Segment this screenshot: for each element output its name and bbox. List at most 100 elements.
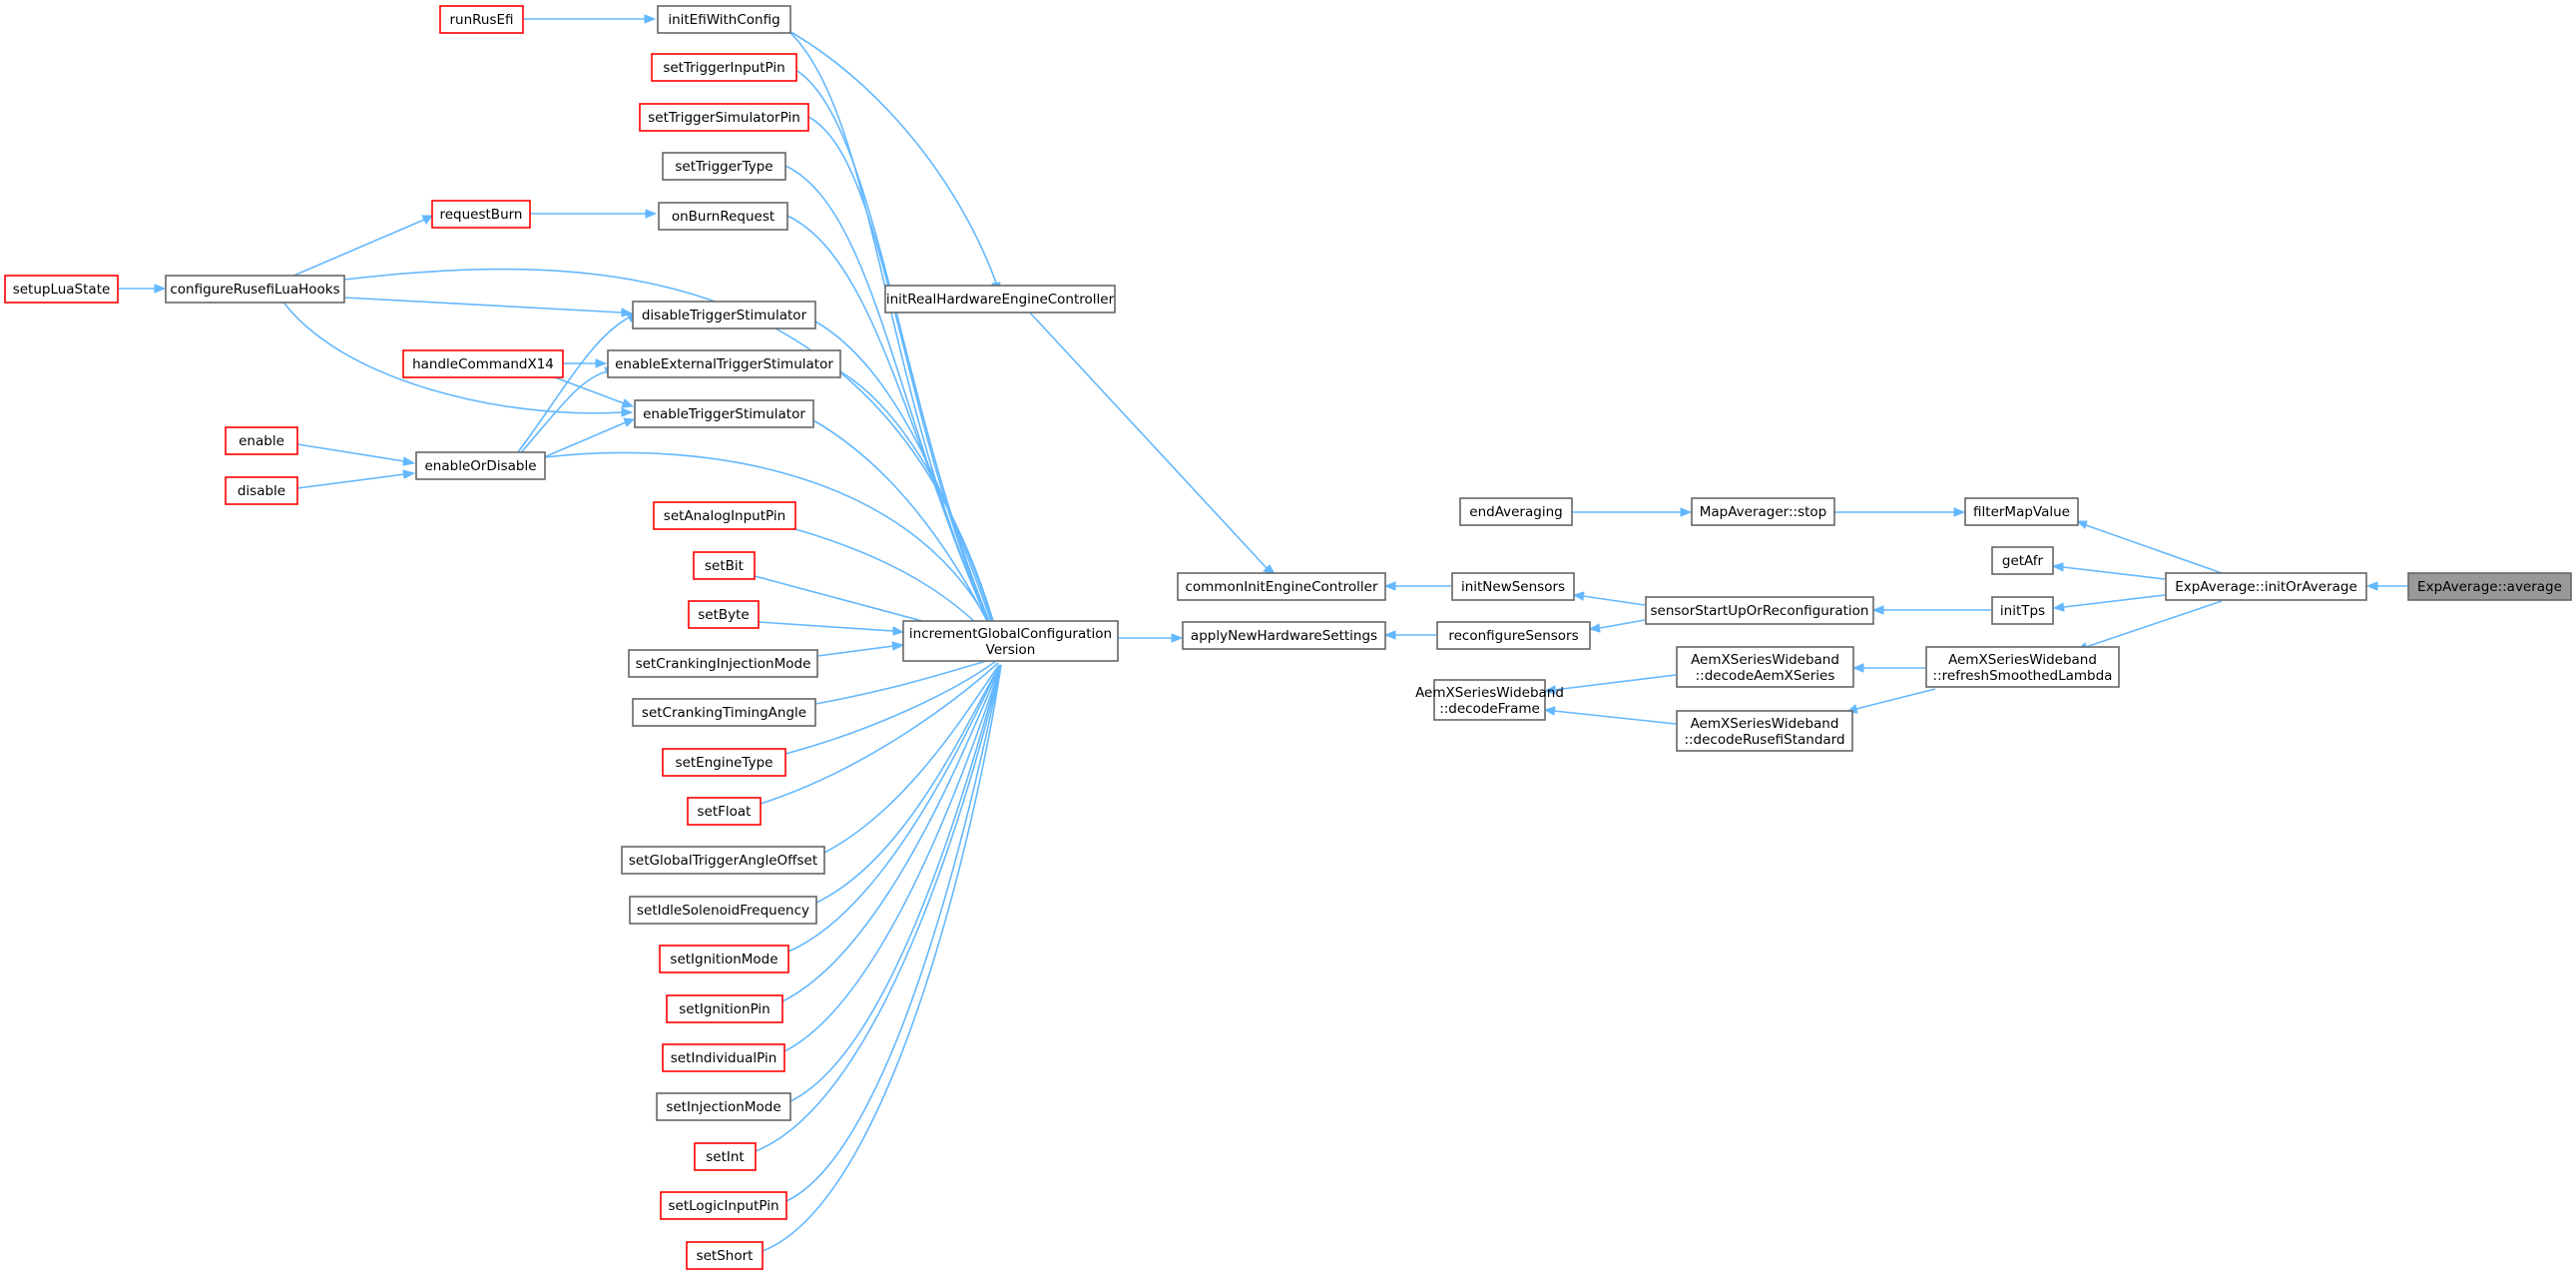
node-label: enableExternalTriggerStimulator: [615, 356, 833, 372]
node-enableExternalTriggerStimulator[interactable]: enableExternalTriggerStimulator: [607, 349, 841, 378]
node-getAfr[interactable]: getAfr: [1991, 546, 2054, 575]
node-endAveraging[interactable]: endAveraging: [1459, 497, 1573, 526]
edge-setTriggerSimulatorPin-increment: [807, 116, 1002, 650]
edge-configure-enableTrigger: [280, 299, 634, 417]
edge-setIndividualPin-increment: [783, 664, 1002, 1052]
edge-reconfigure-applyNew: [1383, 630, 1436, 640]
node-setGlobalTriggerAngleOffset[interactable]: setGlobalTriggerAngleOffset: [621, 846, 825, 875]
node-commonInitEngineController[interactable]: commonInitEngineController: [1177, 572, 1386, 601]
node-setTriggerSimulatorPin[interactable]: setTriggerSimulatorPin: [639, 103, 809, 132]
node-sensorStartUpOrReconfiguration[interactable]: sensorStartUpOrReconfiguration: [1645, 596, 1874, 625]
node-label: runRusEfi: [449, 12, 513, 28]
node-label: enable: [239, 433, 284, 449]
node-setIndividualPin[interactable]: setIndividualPin: [662, 1043, 785, 1072]
node-setShort[interactable]: setShort: [686, 1241, 764, 1270]
node-setIgnitionMode[interactable]: setIgnitionMode: [659, 945, 789, 973]
node-initEfiWithConfig[interactable]: initEfiWithConfig: [657, 5, 791, 34]
edge-requestBurn-onBurnRequest: [530, 209, 658, 219]
node-incrementGlobalConfigurationVersion[interactable]: incrementGlobalConfiguration Version: [902, 620, 1119, 662]
node-setCrankingInjectionMode[interactable]: setCrankingInjectionMode: [628, 649, 818, 678]
node-setCrankingTimingAngle[interactable]: setCrankingTimingAngle: [632, 698, 816, 727]
node-disableTriggerStimulator[interactable]: disableTriggerStimulator: [632, 301, 816, 329]
node-setIdleSolenoidFrequency[interactable]: setIdleSolenoidFrequency: [629, 896, 817, 925]
edge-decodeRusefi-decodeFrame: [1543, 706, 1677, 725]
node-label: reconfigureSensors: [1448, 628, 1578, 644]
node-setLogicInputPin[interactable]: setLogicInputPin: [660, 1191, 787, 1220]
edge-setIgnitionMode-increment: [787, 664, 1001, 953]
edge-disableTrigger-increment: [814, 320, 1002, 650]
node-handleCommandX14[interactable]: handleCommandX14: [402, 349, 564, 378]
node-AemXSeriesWideband-decodeAemXSeries[interactable]: AemXSeriesWideband ::decodeAemXSeries: [1676, 646, 1854, 688]
node-filterMapValue[interactable]: filterMapValue: [1964, 497, 2079, 526]
edge-initNewSensors-commonInit: [1383, 581, 1451, 591]
node-setEngineType[interactable]: setEngineType: [662, 748, 786, 777]
edge-initOrAverage-refresh: [2076, 600, 2223, 652]
edge-configure-disableTrigger: [343, 297, 634, 318]
node-label: disable: [238, 483, 285, 499]
edge-refresh-decodeAemX: [1851, 663, 1925, 673]
edge-setByte-increment: [758, 621, 905, 636]
node-label: setIdleSolenoidFrequency: [637, 903, 809, 919]
edge-initOrAverage-initTps: [2052, 594, 2166, 612]
edge-increment-applyNewHardwareSettings: [1118, 633, 1184, 643]
node-label: enableOrDisable: [424, 458, 536, 474]
node-label: applyNewHardwareSettings: [1191, 628, 1377, 644]
node-enable[interactable]: enable: [225, 426, 298, 455]
node-setBit[interactable]: setBit: [693, 551, 756, 580]
node-requestBurn[interactable]: requestBurn: [431, 200, 531, 229]
node-initNewSensors[interactable]: initNewSensors: [1451, 572, 1575, 601]
node-label: initRealHardwareEngineController: [886, 292, 1115, 308]
node-disable[interactable]: disable: [225, 476, 298, 505]
node-runRusEfi[interactable]: runRusEfi: [439, 5, 524, 34]
node-setInjectionMode[interactable]: setInjectionMode: [656, 1092, 791, 1121]
edge-setCrankingInjectionMode-increment: [816, 641, 905, 657]
node-label-line1: AemXSeriesWideband: [1415, 685, 1564, 701]
node-label: setShort: [697, 1248, 754, 1264]
node-label: setIndividualPin: [671, 1050, 777, 1066]
node-AemXSeriesWideband-decodeRusefiStandard[interactable]: AemXSeriesWideband ::decodeRusefiStandar…: [1676, 710, 1853, 752]
node-setAnalogInputPin[interactable]: setAnalogInputPin: [653, 501, 796, 530]
node-setInt[interactable]: setInt: [694, 1142, 757, 1171]
node-label: commonInitEngineController: [1185, 579, 1378, 595]
edge-initOrAverage-getAfr: [2051, 562, 2166, 580]
node-label-line1: AemXSeriesWideband: [1691, 652, 1839, 668]
node-label-line2: ::decodeFrame: [1439, 701, 1540, 717]
node-MapAveragerStop[interactable]: MapAverager::stop: [1691, 497, 1835, 526]
node-AemXSeriesWideband-refreshSmoothedLambda[interactable]: AemXSeriesWideband ::refreshSmoothedLamb…: [1925, 646, 2120, 688]
edge-average-initOrAverage: [2365, 581, 2407, 591]
node-enableTriggerStimulator[interactable]: enableTriggerStimulator: [634, 399, 814, 428]
edge-initEfiWithConfig-initRealHardwareEngineController: [779, 25, 1001, 295]
node-label: enableTriggerStimulator: [643, 406, 805, 422]
node-initTps[interactable]: initTps: [1991, 596, 2054, 625]
node-setIgnitionPin[interactable]: setIgnitionPin: [666, 994, 783, 1023]
node-label: MapAverager::stop: [1700, 504, 1827, 520]
node-label-line1: incrementGlobalConfiguration: [909, 626, 1112, 642]
edge-commonInit-initReal: [1027, 310, 1277, 575]
node-ExpAverage-average[interactable]: ExpAverage::average: [2407, 572, 2572, 601]
node-ExpAverage-initOrAverage[interactable]: ExpAverage::initOrAverage: [2165, 572, 2367, 601]
node-label: setFloat: [698, 804, 752, 820]
node-setupLuaState[interactable]: setupLuaState: [4, 275, 119, 304]
node-AemXSeriesWideband-decodeFrame[interactable]: AemXSeriesWideband ::decodeFrame: [1415, 679, 1564, 721]
node-initRealHardwareEngineController[interactable]: initRealHardwareEngineController: [884, 285, 1116, 314]
node-reconfigureSensors[interactable]: reconfigureSensors: [1436, 621, 1591, 650]
node-applyNewHardwareSettings[interactable]: applyNewHardwareSettings: [1182, 621, 1386, 650]
node-setTriggerInputPin[interactable]: setTriggerInputPin: [651, 53, 797, 82]
node-setFloat[interactable]: setFloat: [687, 797, 762, 826]
node-enableOrDisable[interactable]: enableOrDisable: [415, 451, 546, 480]
node-onBurnRequest[interactable]: onBurnRequest: [658, 202, 788, 231]
node-configureRusefiLuaHooks[interactable]: configureRusefiLuaHooks: [165, 275, 345, 304]
node-setByte[interactable]: setByte: [688, 600, 760, 629]
node-label: setAnalogInputPin: [664, 508, 785, 524]
edge-enableOrDisable-enableTrigger: [543, 417, 636, 458]
edge-setEngineType-increment: [784, 660, 997, 755]
edge-enable-enableOrDisable: [296, 443, 416, 466]
edge-setFloat-increment: [760, 662, 999, 805]
edge-setShort-increment: [762, 664, 1002, 1252]
node-label-line2: ::decodeRusefiStandard: [1684, 732, 1844, 748]
node-label: setCrankingInjectionMode: [636, 656, 811, 672]
node-label: setIgnitionPin: [679, 1001, 771, 1017]
node-label: setCrankingTimingAngle: [642, 705, 806, 721]
node-setTriggerType[interactable]: setTriggerType: [662, 152, 786, 181]
